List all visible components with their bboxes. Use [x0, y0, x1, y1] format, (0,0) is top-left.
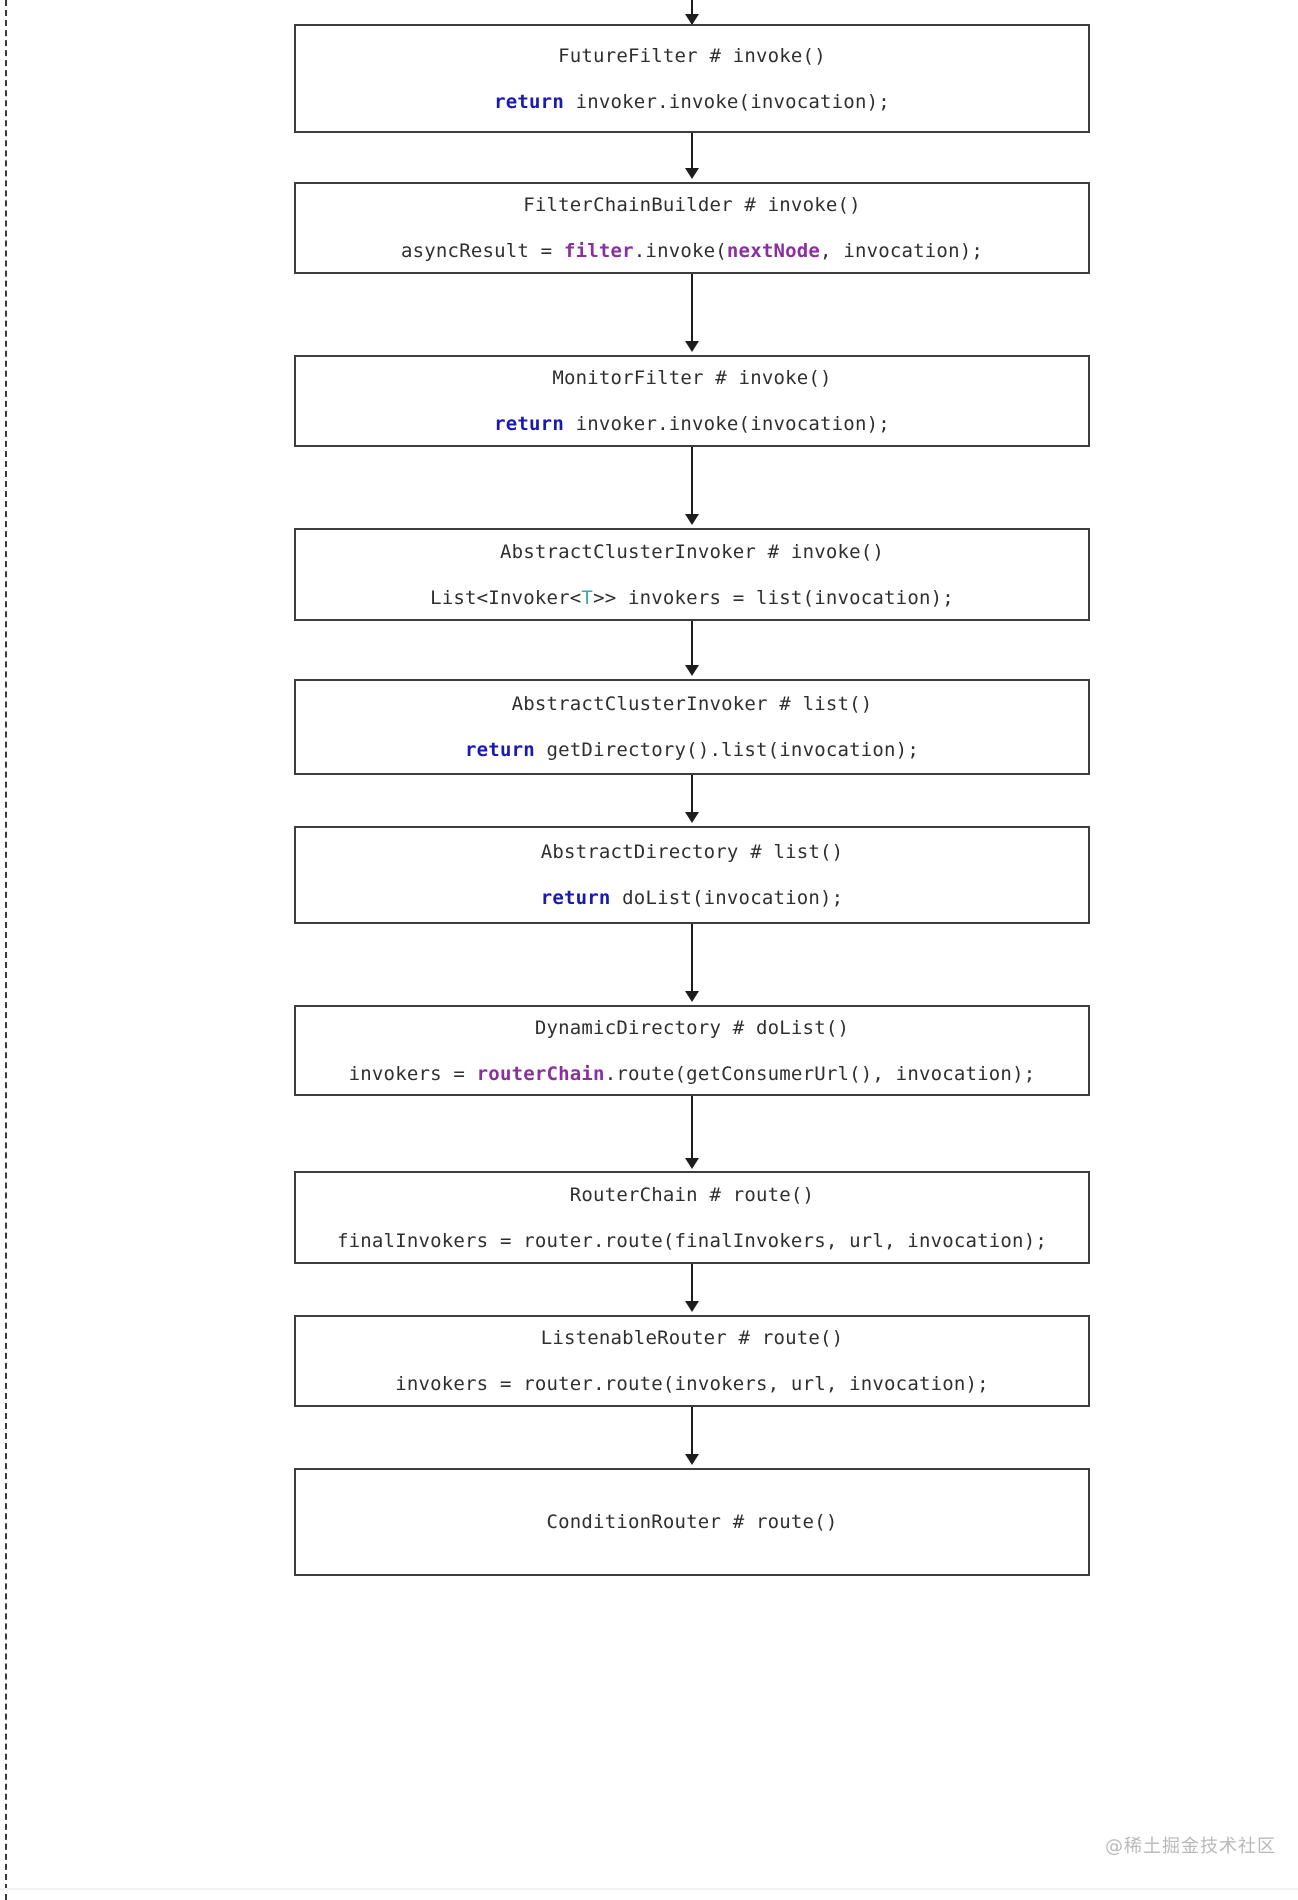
bottom-divider	[0, 1888, 1298, 1890]
node-code: List<Invoker<T>> invokers = list(invocat…	[430, 586, 954, 609]
flow-node-monitor-filter-invoke[interactable]: MonitorFilter # invoke() return invoker.…	[294, 355, 1090, 447]
arrowhead-incoming	[685, 14, 699, 25]
arrowhead-3-4	[685, 514, 699, 525]
arrowhead-6-7	[685, 991, 699, 1002]
node-code: return getDirectory().list(invocation);	[465, 739, 919, 761]
node-title: ConditionRouter # route()	[546, 1511, 838, 1533]
node-code: finalInvokers = router.route(finalInvoke…	[337, 1229, 1047, 1252]
node-code: return invoker.invoke(invocation);	[494, 413, 890, 435]
flow-node-abstract-cluster-invoker-list[interactable]: AbstractClusterInvoker # list() return g…	[294, 679, 1090, 775]
connector-incoming	[691, 0, 693, 24]
connector-8-9	[691, 1264, 693, 1309]
flow-node-dynamic-directory-dolist[interactable]: DynamicDirectory # doList() invokers = r…	[294, 1005, 1090, 1096]
flow-node-listenable-router-route[interactable]: ListenableRouter # route() invokers = ro…	[294, 1315, 1090, 1407]
node-title: MonitorFilter # invoke()	[552, 367, 832, 389]
arrowhead-1-2	[685, 168, 699, 179]
flow-node-condition-router-route[interactable]: ConditionRouter # route()	[294, 1468, 1090, 1576]
flow-node-abstract-cluster-invoker-invoke[interactable]: AbstractClusterInvoker # invoke() List<I…	[294, 528, 1090, 621]
node-title: AbstractClusterInvoker # list()	[511, 693, 873, 715]
left-dashed-rule	[5, 0, 7, 1900]
arrowhead-9-10	[685, 1454, 699, 1465]
node-code: return invoker.invoke(invocation);	[494, 90, 890, 113]
connector-4-5	[691, 621, 693, 673]
node-code: invokers = routerChain.route(getConsumer…	[348, 1062, 1036, 1085]
flow-node-abstract-directory-list[interactable]: AbstractDirectory # list() return doList…	[294, 826, 1090, 924]
connector-7-8	[691, 1096, 693, 1166]
watermark: @稀土掘金技术社区	[1105, 1836, 1276, 1857]
flow-node-filter-chain-builder-invoke[interactable]: FilterChainBuilder # invoke() asyncResul…	[294, 182, 1090, 274]
node-title: AbstractClusterInvoker # invoke()	[499, 540, 885, 563]
node-code: invokers = router.route(invokers, url, i…	[395, 1373, 989, 1395]
node-title: RouterChain # route()	[569, 1183, 815, 1206]
connector-9-10	[691, 1407, 693, 1462]
connector-5-6	[691, 775, 693, 820]
flow-node-router-chain-route[interactable]: RouterChain # route() finalInvokers = ro…	[294, 1171, 1090, 1264]
node-code: asyncResult = filter.invoke(nextNode, in…	[401, 240, 983, 262]
arrowhead-7-8	[685, 1158, 699, 1169]
arrowhead-8-9	[685, 1301, 699, 1312]
node-title: ListenableRouter # route()	[540, 1327, 844, 1349]
node-title: AbstractDirectory # list()	[540, 841, 844, 863]
arrowhead-4-5	[685, 665, 699, 676]
node-title: FutureFilter # invoke()	[558, 44, 826, 67]
node-title: FilterChainBuilder # invoke()	[523, 194, 861, 216]
flow-node-future-filter-invoke[interactable]: FutureFilter # invoke() return invoker.i…	[294, 24, 1090, 133]
connector-3-4	[691, 447, 693, 522]
arrowhead-2-3	[685, 341, 699, 352]
connector-1-2	[691, 133, 693, 176]
arrowhead-5-6	[685, 812, 699, 823]
node-title: DynamicDirectory # doList()	[534, 1016, 850, 1039]
node-code: return doList(invocation);	[540, 887, 844, 909]
connector-2-3	[691, 274, 693, 349]
connector-6-7	[691, 924, 693, 999]
